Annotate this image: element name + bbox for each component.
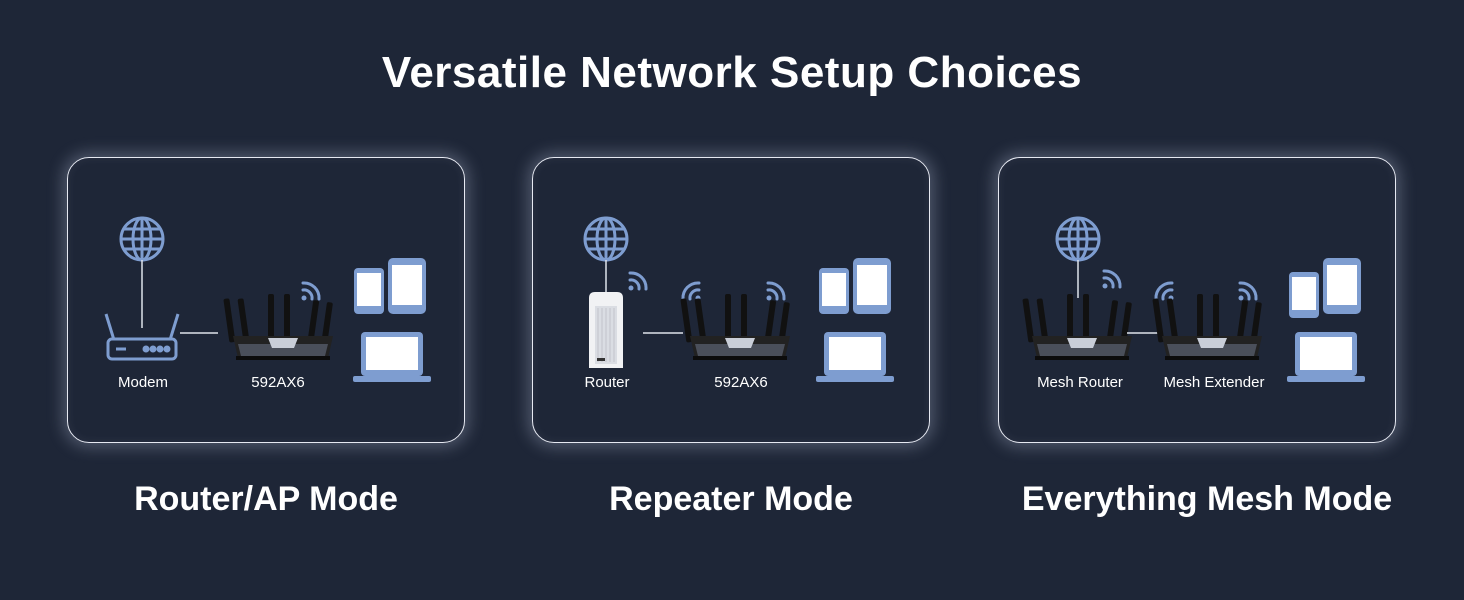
wifi-signal-icon <box>681 281 701 301</box>
device-label-router: 592AX6 <box>251 374 305 391</box>
laptop-icon <box>1287 332 1365 382</box>
device-label-mesh-extender: Mesh Extender <box>1163 374 1265 391</box>
router-icon <box>1022 294 1132 360</box>
device-label-modem: Modem <box>117 374 169 391</box>
wifi-signal-icon <box>301 281 321 301</box>
panel-router-ap: Modem 592AX6 <box>67 157 465 443</box>
laptop-icon <box>816 332 894 382</box>
router-icon <box>589 292 623 368</box>
globe-icon <box>1055 216 1101 262</box>
router-icon <box>1152 294 1262 360</box>
wifi-signal-icon <box>628 271 648 291</box>
globe-icon <box>583 216 629 262</box>
laptop-icon <box>353 332 431 382</box>
page-title: Versatile Network Setup Choices <box>381 48 1083 97</box>
router-icon <box>680 294 790 360</box>
phone-icon <box>1289 272 1319 318</box>
globe-icon <box>119 216 165 262</box>
mode-label-mesh: Everything Mesh Mode <box>1021 480 1393 518</box>
wifi-signal-icon <box>766 281 786 301</box>
phone-icon <box>819 268 849 314</box>
device-label-mesh-router: Mesh Router <box>1037 374 1123 391</box>
wifi-signal-icon <box>1102 269 1122 289</box>
panel-repeater: Router 592AX6 <box>532 157 930 443</box>
wifi-signal-icon <box>1154 281 1174 301</box>
tablet-icon <box>388 258 426 314</box>
mode-label-repeater: Repeater Mode <box>609 480 853 518</box>
panel-mesh: Mesh Router Mesh Extender <box>998 157 1396 443</box>
wifi-signal-icon <box>1238 281 1258 301</box>
device-label-592ax6: 592AX6 <box>714 374 768 391</box>
phone-icon <box>354 268 384 314</box>
device-label-router: Router <box>584 374 630 391</box>
modem-icon <box>104 313 180 361</box>
router-icon <box>223 294 333 360</box>
tablet-icon <box>853 258 891 314</box>
mode-label-router-ap: Router/AP Mode <box>134 480 398 518</box>
tablet-icon <box>1323 258 1361 314</box>
